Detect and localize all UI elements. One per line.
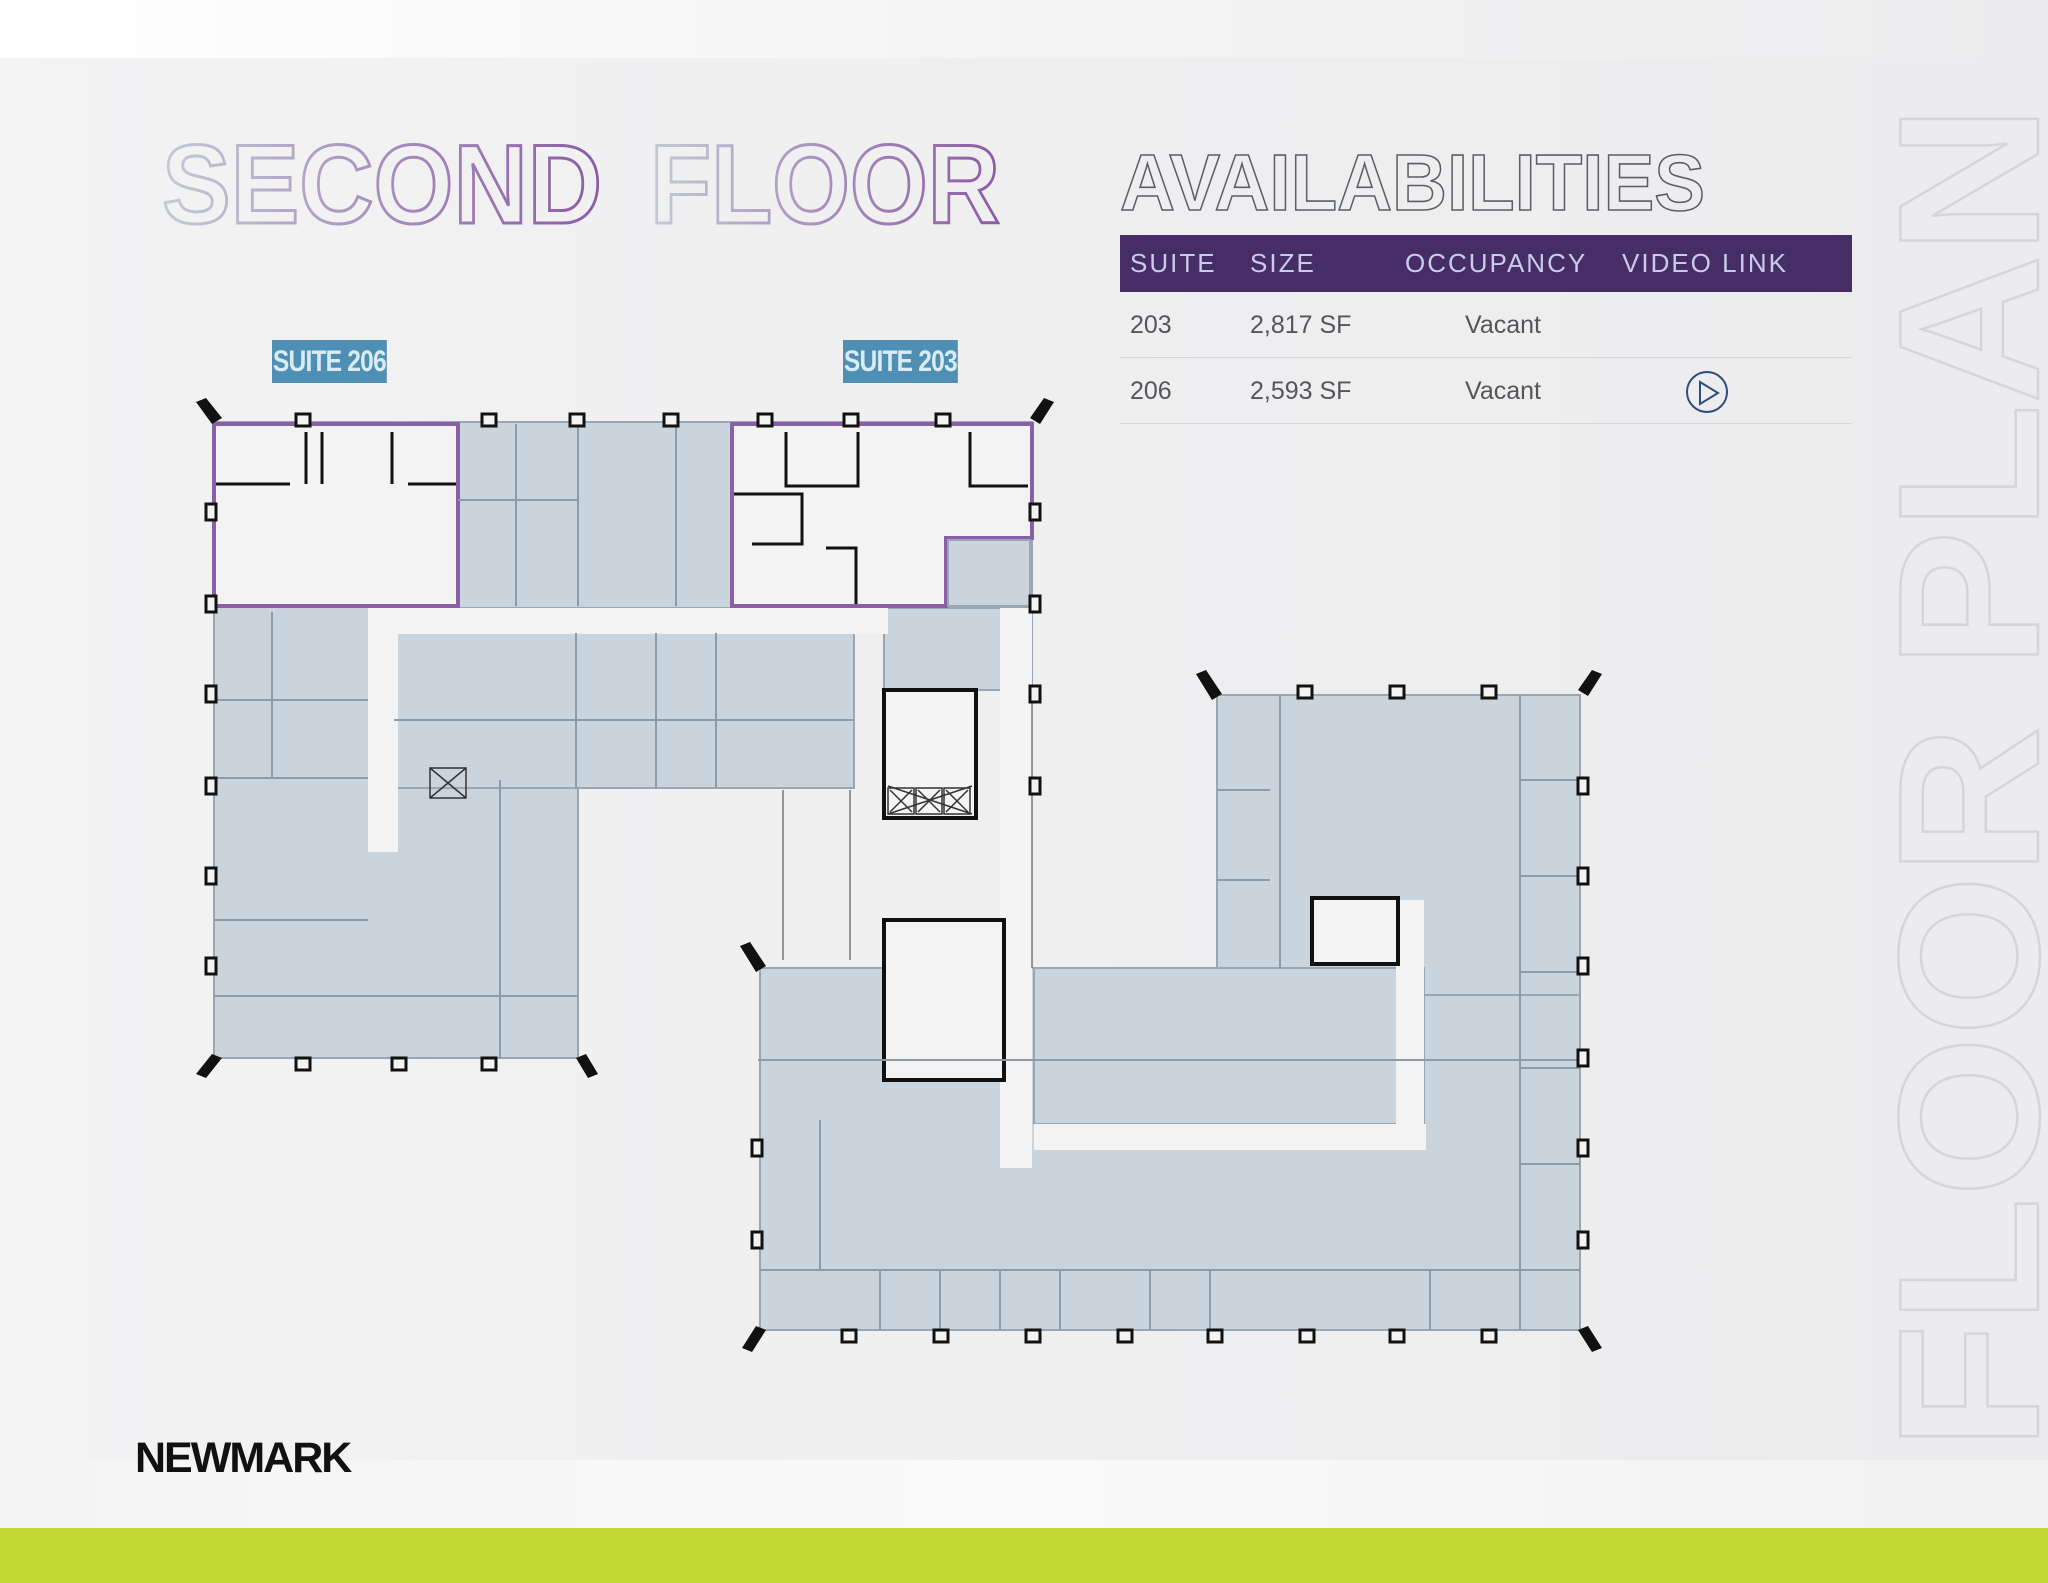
col-video-link: VIDEO LINK xyxy=(1622,248,1788,278)
suite-occupancy: Vacant xyxy=(1465,311,1541,339)
suite-203-label-text: SUITE 203 xyxy=(843,344,958,378)
availabilities-heading: AVAILABILITIES xyxy=(1119,140,1706,220)
video-play-button[interactable] xyxy=(1686,371,1728,413)
footer-accent-bar xyxy=(0,1528,2048,1583)
newmark-logo: NEWMARK xyxy=(135,1434,352,1482)
svg-text:FLOOR PLAN: FLOOR PLAN xyxy=(1870,105,2048,1450)
play-icon xyxy=(1699,380,1720,406)
floor-plan-watermark: FLOOR PLAN xyxy=(1870,104,2048,1452)
availability-table: SUITE SIZE OCCUPANCY VIDEO LINK 203 2,81… xyxy=(1120,235,1852,424)
suite-203-label[interactable]: SUITE 203 xyxy=(843,340,958,383)
suite-number: 203 xyxy=(1130,311,1172,339)
suite-size: 2,593 SF xyxy=(1250,377,1352,405)
svg-text:FLOOR: FLOOR xyxy=(650,128,1000,238)
suite-206-label[interactable]: SUITE 206 xyxy=(272,340,387,383)
top-band xyxy=(0,0,2048,58)
page-title: SECOND FLOOR xyxy=(161,128,1002,238)
svg-text:SECOND: SECOND xyxy=(162,128,602,238)
table-row: 203 2,817 SF Vacant xyxy=(1120,292,1852,358)
suite-number: 206 xyxy=(1130,377,1172,405)
col-size: SIZE xyxy=(1250,248,1316,278)
table-header: SUITE SIZE OCCUPANCY VIDEO LINK xyxy=(1120,235,1852,292)
svg-text:AVAILABILITIES: AVAILABILITIES xyxy=(1120,140,1705,220)
suite-occupancy: Vacant xyxy=(1465,377,1541,405)
table-row: 206 2,593 SF Vacant xyxy=(1120,358,1852,424)
col-occupancy: OCCUPANCY xyxy=(1405,248,1588,278)
suite-size: 2,817 SF xyxy=(1250,311,1352,339)
bottom-band xyxy=(0,1460,2048,1528)
suite-206-label-text: SUITE 206 xyxy=(272,344,387,378)
col-suite: SUITE xyxy=(1130,248,1217,278)
